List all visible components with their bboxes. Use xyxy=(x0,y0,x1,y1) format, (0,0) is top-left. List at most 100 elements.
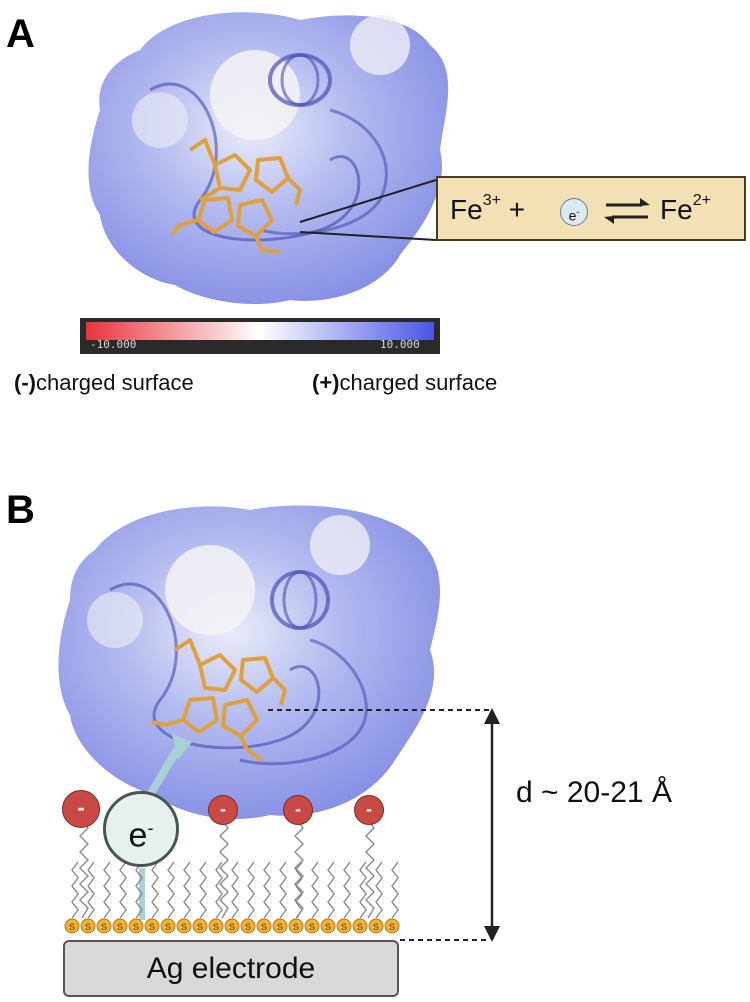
sulfur-label: S xyxy=(133,922,139,932)
sulfur-label: S xyxy=(85,922,91,932)
legend-positive-sign: (+) xyxy=(312,370,340,395)
alkyl-chain xyxy=(71,861,79,919)
protein-surface-b xyxy=(58,505,440,819)
heme-group-b xyxy=(151,638,287,762)
sulfur-label: S xyxy=(261,922,267,932)
connector-line xyxy=(299,179,437,223)
alkyl-chain xyxy=(375,861,383,919)
electron-bubble: e- xyxy=(103,791,179,867)
sulfur-bead xyxy=(288,918,304,934)
reactant-ion: Fe xyxy=(450,194,483,225)
sulfur-label: S xyxy=(309,922,315,932)
colorbar-min-label: -10.000 xyxy=(90,338,137,351)
sulfur-label: S xyxy=(213,922,219,932)
sulfur-label: S xyxy=(197,922,203,932)
electron-symbol: e xyxy=(128,816,148,855)
reaction-left: Fe3+ + xyxy=(450,192,526,225)
alkyl-chain xyxy=(215,861,223,919)
sulfur-bead xyxy=(272,918,288,934)
alkyl-chain xyxy=(87,861,95,919)
alkyl-chain xyxy=(151,861,159,919)
panel-label-b: B xyxy=(6,488,35,532)
negative-charge-head: - xyxy=(283,795,313,825)
monolayer-chains xyxy=(71,861,399,919)
negative-charge-head: - xyxy=(62,790,100,828)
distance-indicator xyxy=(268,708,500,942)
ag-electrode: Ag electrode xyxy=(63,940,399,997)
sulfur-bead xyxy=(384,918,400,934)
colorbar-max-label: 10.000 xyxy=(380,338,420,351)
legend-negative: (-)charged surface xyxy=(14,372,194,394)
legend-positive-text: charged surface xyxy=(339,370,498,395)
alkyl-chain xyxy=(183,861,191,919)
sulfur-label: S xyxy=(389,922,395,932)
sulfur-label: S xyxy=(165,922,171,932)
alkyl-chain xyxy=(311,861,319,919)
sulfur-bead xyxy=(240,918,256,934)
legend-negative-text: charged surface xyxy=(35,370,194,395)
alkyl-chain xyxy=(359,861,367,919)
distance-label: d ~ 20-21 Å xyxy=(516,776,672,809)
sulfur-bead xyxy=(160,918,176,934)
alkyl-chain xyxy=(391,861,399,919)
sulfur-label: S xyxy=(341,922,347,932)
sulfur-bead xyxy=(112,918,128,934)
product-charge: 2+ xyxy=(692,191,711,209)
sulfur-bead xyxy=(96,918,112,934)
reaction-right: Fe2+ xyxy=(660,192,711,225)
sulfur-bead xyxy=(256,918,272,934)
reactant-charge: 3+ xyxy=(482,191,501,209)
sulfur-bead xyxy=(336,918,352,934)
sulfur-label: S xyxy=(357,922,363,932)
sulfur-bead xyxy=(176,918,192,934)
redox-reaction-box: Fe3+ + e- Fe2+ xyxy=(436,176,746,241)
legend-positive: (+)charged surface xyxy=(312,372,497,394)
sulfur-bead xyxy=(320,918,336,934)
equilibrium-arrows-icon xyxy=(604,198,650,224)
connector-line xyxy=(299,231,437,241)
product-ion: Fe xyxy=(660,194,693,225)
alkyl-chain xyxy=(247,861,255,919)
sulfur-label: S xyxy=(293,922,299,932)
electrode-label: Ag electrode xyxy=(146,952,316,985)
electron-symbol: e xyxy=(568,207,577,224)
electron-transfer-arrow xyxy=(139,734,192,920)
alkyl-chain xyxy=(199,861,207,919)
sulfur-label: S xyxy=(117,922,123,932)
alkyl-chain xyxy=(135,861,143,919)
electron-icon: e- xyxy=(560,198,588,226)
electron-charge: - xyxy=(147,818,154,838)
sulfur-bead xyxy=(224,918,240,934)
alkyl-chain xyxy=(343,861,351,919)
sulfur-label: S xyxy=(245,922,251,932)
sulfur-bead xyxy=(352,918,368,934)
sulfur-label: S xyxy=(277,922,283,932)
sulfur-bead xyxy=(368,918,384,934)
sulfur-bead xyxy=(80,918,96,934)
sulfur-label: S xyxy=(325,922,331,932)
charged-chains xyxy=(79,819,375,919)
sulfur-bead xyxy=(144,918,160,934)
sulfur-label: S xyxy=(149,922,155,932)
heme-group-a xyxy=(170,138,302,254)
alkyl-chain xyxy=(167,861,175,919)
sulfur-label: S xyxy=(373,922,379,932)
sulfur-bead xyxy=(128,918,144,934)
alkyl-chain xyxy=(231,861,239,919)
reaction-plus: + xyxy=(508,194,526,225)
alkyl-chain xyxy=(279,861,287,919)
panel-label-a: A xyxy=(6,12,35,56)
sulfur-label: S xyxy=(69,922,75,932)
alkyl-chain xyxy=(295,861,303,919)
sulfur-bead xyxy=(64,918,80,934)
alkyl-chain xyxy=(263,861,271,919)
sulfur-label: S xyxy=(101,922,107,932)
sulfur-bead xyxy=(304,918,320,934)
sulfur-label: S xyxy=(229,922,235,932)
negative-charge-head: - xyxy=(354,795,384,825)
negative-charge-head: - xyxy=(208,795,238,825)
sulfur-label: S xyxy=(181,922,187,932)
sulfur-bead xyxy=(208,918,224,934)
